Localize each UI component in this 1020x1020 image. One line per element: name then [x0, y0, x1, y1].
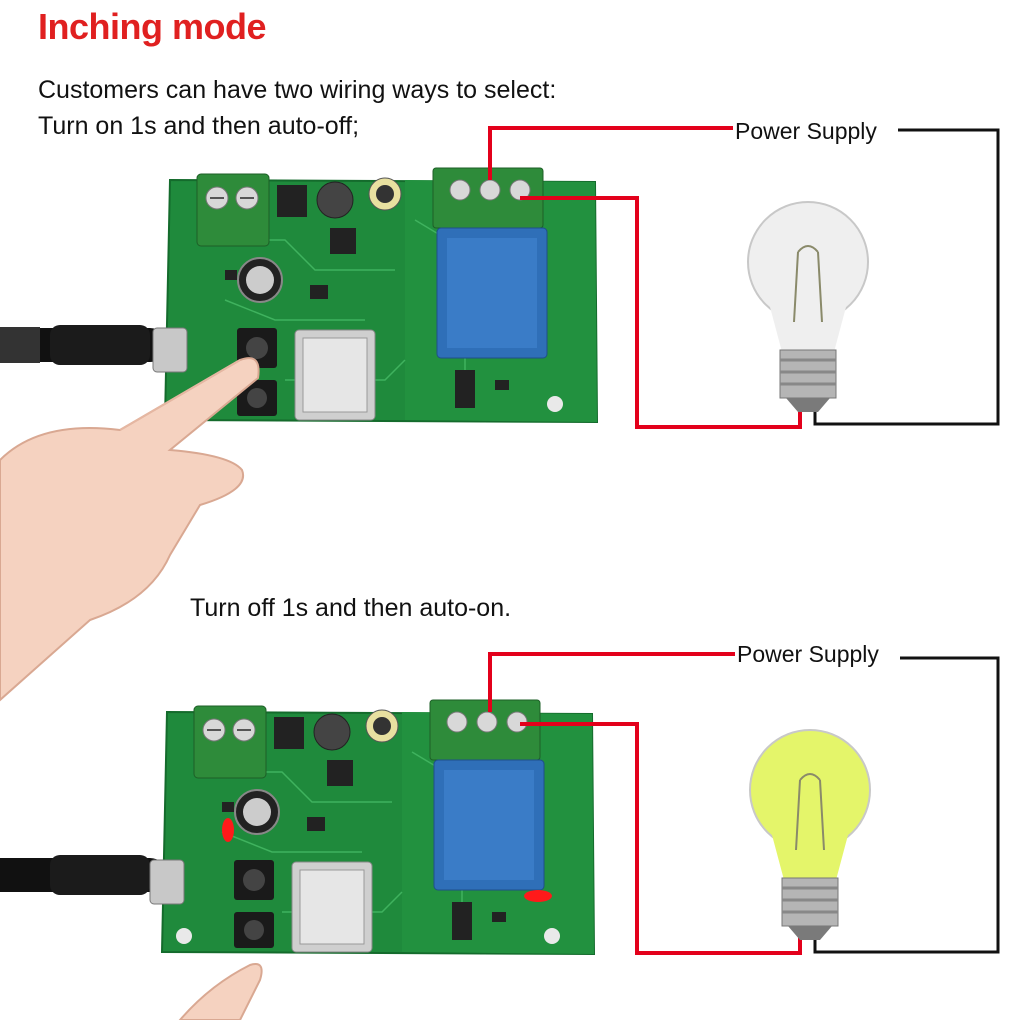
- usb-cable: [0, 325, 167, 365]
- option-2-text: Turn off 1s and then auto-on.: [190, 594, 512, 622]
- diagram-bottom: [0, 652, 1000, 1020]
- wiring-bottom: [488, 652, 1000, 955]
- power-supply-label-bottom: Power Supply: [735, 641, 881, 668]
- light-bulb-off: [746, 200, 870, 414]
- power-supply-label-top: Power Supply: [733, 118, 879, 145]
- intro-text: Customers can have two wiring ways to se…: [38, 76, 557, 104]
- relay-led: [524, 890, 552, 902]
- pointing-hand: [178, 963, 263, 1020]
- page-title: Inching mode: [38, 6, 267, 47]
- relay-board: [149, 699, 595, 955]
- option-1-text: Turn on 1s and then auto-off;: [38, 112, 360, 140]
- wiring-top: [488, 126, 1000, 429]
- status-led: [222, 818, 234, 842]
- pointing-hand: [0, 357, 260, 702]
- light-bulb-on: [748, 728, 872, 942]
- diagram-top: [0, 126, 1000, 702]
- usb-cable: [0, 855, 167, 895]
